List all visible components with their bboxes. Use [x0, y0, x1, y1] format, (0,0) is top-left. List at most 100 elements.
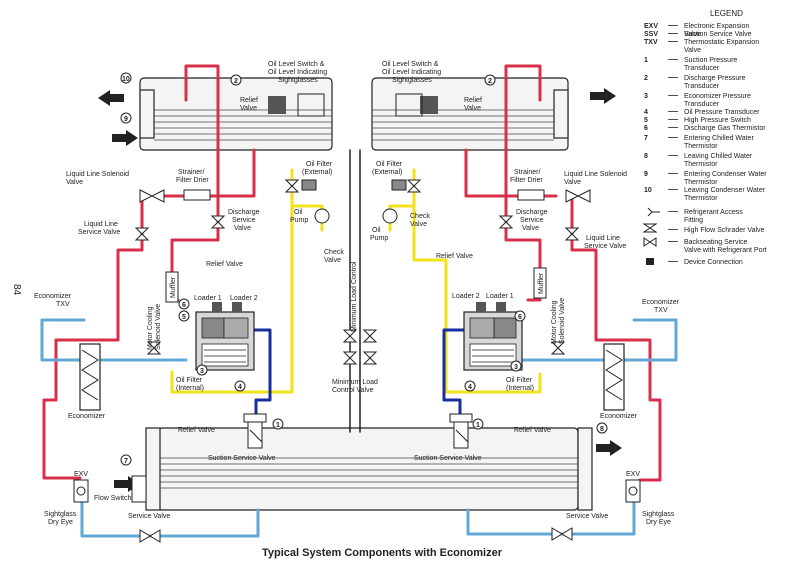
device-connection-icon: [646, 258, 654, 265]
callout-6-left: 6: [182, 302, 186, 309]
sightglasses-label-right: Sightglasses: [392, 77, 432, 84]
compressor-right: [463, 302, 523, 371]
discharge-service-label-right-3: Valve: [522, 225, 539, 232]
condenser-water-arrow-out-left: [98, 90, 124, 106]
exv-left: [73, 479, 89, 503]
condenser-to-liquid-left: [158, 148, 256, 198]
relief-valve-label-mr: Relief Valve: [436, 253, 473, 260]
minimum-load-control-vertical-label: Minimum Load Control: [351, 261, 358, 332]
oil-level-indicating-label-right: Oil Level Indicating: [382, 69, 441, 76]
oil-filter-ext-label-left: Oil Filter: [306, 161, 333, 168]
strainer-label-right-1: Strainer/: [514, 169, 541, 176]
oil-pump-left: [314, 208, 330, 224]
solenoid-valve-label-right: Solenoid Valve: [559, 298, 566, 344]
oil-level-switch-label-left: Oil Level Switch &: [268, 61, 325, 68]
callout-10: 10: [122, 76, 130, 83]
liquid-line-solenoid-label-left-1: Liquid Line Solenoid: [66, 171, 129, 178]
callout-3-right: 3: [514, 364, 518, 371]
legend-key: 1: [644, 57, 648, 64]
callout-1-right: 1: [476, 422, 480, 429]
oil-pump-label-left-1: Oil: [294, 209, 303, 216]
legend-title: LEGEND: [710, 9, 743, 18]
legend-key: 9: [644, 171, 648, 178]
minimum-load-control-valve-label-2: Control Valve: [332, 387, 374, 394]
oil-filter-external-left: [301, 179, 317, 191]
exv-right: [625, 479, 641, 503]
oil-level-indicating-label-left: Oil Level Indicating: [268, 69, 327, 76]
legend-key: SSV: [644, 31, 658, 38]
discharge-service-label-left-3: Valve: [234, 225, 251, 232]
callout-7: 7: [124, 458, 128, 465]
economizer-txv-label-left-2: TXV: [56, 301, 70, 308]
loader-2-label-right: Loader 2: [452, 293, 480, 300]
refrigerant-access-fitting-icon: [647, 207, 660, 217]
relief-valve-label-tl: Relief: [240, 97, 258, 104]
exv-label-right: EXV: [626, 471, 640, 478]
legend-key: 4: [644, 109, 648, 116]
oil-pump-label-left-2: Pump: [290, 217, 308, 224]
loader-1-label-left: Loader 1: [194, 295, 222, 302]
legend-description: Device Connection: [684, 259, 743, 266]
liquid-line-solenoid-label-right-1: Liquid Line Solenoid: [564, 171, 627, 178]
compressor-left: [195, 302, 255, 371]
external-label-right: (External): [372, 169, 402, 176]
liquid-line-service-label-right-1: Liquid Line: [586, 235, 620, 242]
backseating-service-valve-icon: [643, 237, 657, 247]
discharge-service-label-left-2: Service: [232, 217, 255, 224]
liquid-line-solenoid-label-left-2: Valve: [66, 179, 83, 186]
suction-service-valve-right: [449, 413, 473, 449]
relief-valve-label-tr: Relief: [464, 97, 482, 104]
flow-switch-label: Flow Switch: [94, 495, 131, 502]
legend-key: EXV: [644, 23, 658, 30]
legend-key: 3: [644, 93, 648, 100]
relief-valve-label-bl: Relief Valve: [178, 427, 215, 434]
callout-4-left: 4: [238, 384, 242, 391]
muffler-right: [533, 267, 547, 299]
callout-2-right: 2: [488, 78, 492, 85]
valve-label-tl: Valve: [240, 105, 257, 112]
liquid-line-left: [42, 194, 144, 480]
condenser-to-liquid-right: [464, 148, 558, 198]
discharge-line-right: [504, 64, 542, 224]
suction-service-valve-label-right: Suction Service Valve: [414, 455, 482, 462]
liquid-line-service-label-left-1: Liquid Line: [84, 221, 118, 228]
strainer-label-right-2: Filter Drier: [510, 177, 543, 184]
oil-filter-int-label-left: Oil Filter: [176, 377, 203, 384]
check-valve-label-left-1: Check: [324, 249, 344, 256]
page-number: 84: [11, 284, 22, 296]
minimum-load-control-valve-label-1: Minimum Load: [332, 379, 378, 386]
discharge-service-label-left-1: Discharge: [228, 209, 260, 216]
economizer-line-right: [518, 318, 678, 362]
liquid-line-service-label-right-2: Service Valve: [584, 243, 626, 250]
legend-key: TXV: [644, 39, 658, 46]
callout-9: 9: [124, 116, 128, 123]
discharge-service-label-right-1: Discharge: [516, 209, 548, 216]
strainer-label-left-1: Strainer/: [178, 169, 205, 176]
economizer-right: [603, 343, 625, 411]
sightglass-label-right-1: Sightglass: [642, 511, 675, 518]
oil-filter-ext-label-right: Oil Filter: [376, 161, 403, 168]
external-label-left: (External): [302, 169, 332, 176]
valve-symbols: [134, 179, 591, 543]
suction-service-valve-label-left: Suction Service Valve: [208, 455, 276, 462]
callout-3-left: 3: [200, 368, 204, 375]
oil-pump-right: [382, 208, 398, 224]
callout-circles: [120, 72, 608, 466]
muffler-label-left: Muffler: [170, 276, 177, 298]
oil-filter-int-label-right: Oil Filter: [506, 377, 533, 384]
legend-key: 7: [644, 135, 648, 142]
oil-level-switch-label-right: Oil Level Switch &: [382, 61, 439, 68]
sightglass-label-right-2: Dry Eye: [646, 519, 671, 526]
sightglass-label-left-1: Sightglass: [44, 511, 77, 518]
legend-description: Discharge Gas Thermistor: [684, 125, 766, 132]
